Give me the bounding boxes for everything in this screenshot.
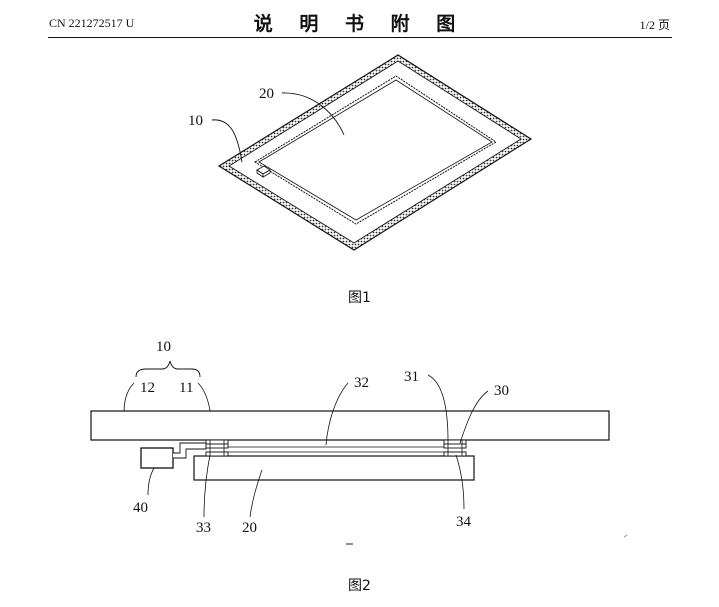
leader-34 <box>455 454 465 510</box>
label-30: 30 <box>494 383 509 399</box>
label-20: 20 <box>259 86 274 102</box>
leader-10 <box>211 119 243 163</box>
label-34: 34 <box>456 514 472 530</box>
label-33: 33 <box>196 520 211 536</box>
label-10: 10 <box>188 113 203 129</box>
connector-block <box>256 165 271 178</box>
leader-20-fig2 <box>249 469 263 518</box>
brace-10 <box>135 360 201 378</box>
connector-40 <box>173 442 207 459</box>
figure-1-drawing: 10 20 <box>188 54 533 251</box>
left-spacer <box>205 439 229 457</box>
right-spacer <box>443 439 467 457</box>
label-31: 31 <box>404 369 419 385</box>
leader-20 <box>281 92 345 136</box>
figure-1-caption: 图1 <box>348 290 371 306</box>
leader-33 <box>203 454 211 518</box>
inner-panel <box>254 75 497 225</box>
publication-number: CN 221272517 U <box>49 16 135 30</box>
label-32: 32 <box>354 375 369 391</box>
component-40 <box>140 447 174 469</box>
document-title: 说 明 书 附 图 <box>253 13 466 35</box>
figure-2-caption: 图2 <box>348 578 371 594</box>
leader-31 <box>427 374 449 442</box>
label-40: 40 <box>133 500 148 516</box>
label-10-assembly: 10 <box>156 339 171 355</box>
page-indicator: 1/2 页 <box>639 18 670 32</box>
leader-30 <box>459 390 489 444</box>
top-plate <box>90 410 610 441</box>
leader-32 <box>325 382 349 446</box>
label-11: 11 <box>179 380 193 396</box>
page-header: CN 221272517 U 说 明 书 附 图 1/2 页 <box>0 0 719 40</box>
bottom-plate <box>193 455 475 481</box>
label-20-fig2: 20 <box>242 520 257 536</box>
leader-40 <box>147 467 155 496</box>
header-rule <box>48 37 672 38</box>
label-12: 12 <box>140 380 155 396</box>
figure-2-drawing: 10 12 11 32 31 30 40 33 20 34 <box>90 339 628 545</box>
